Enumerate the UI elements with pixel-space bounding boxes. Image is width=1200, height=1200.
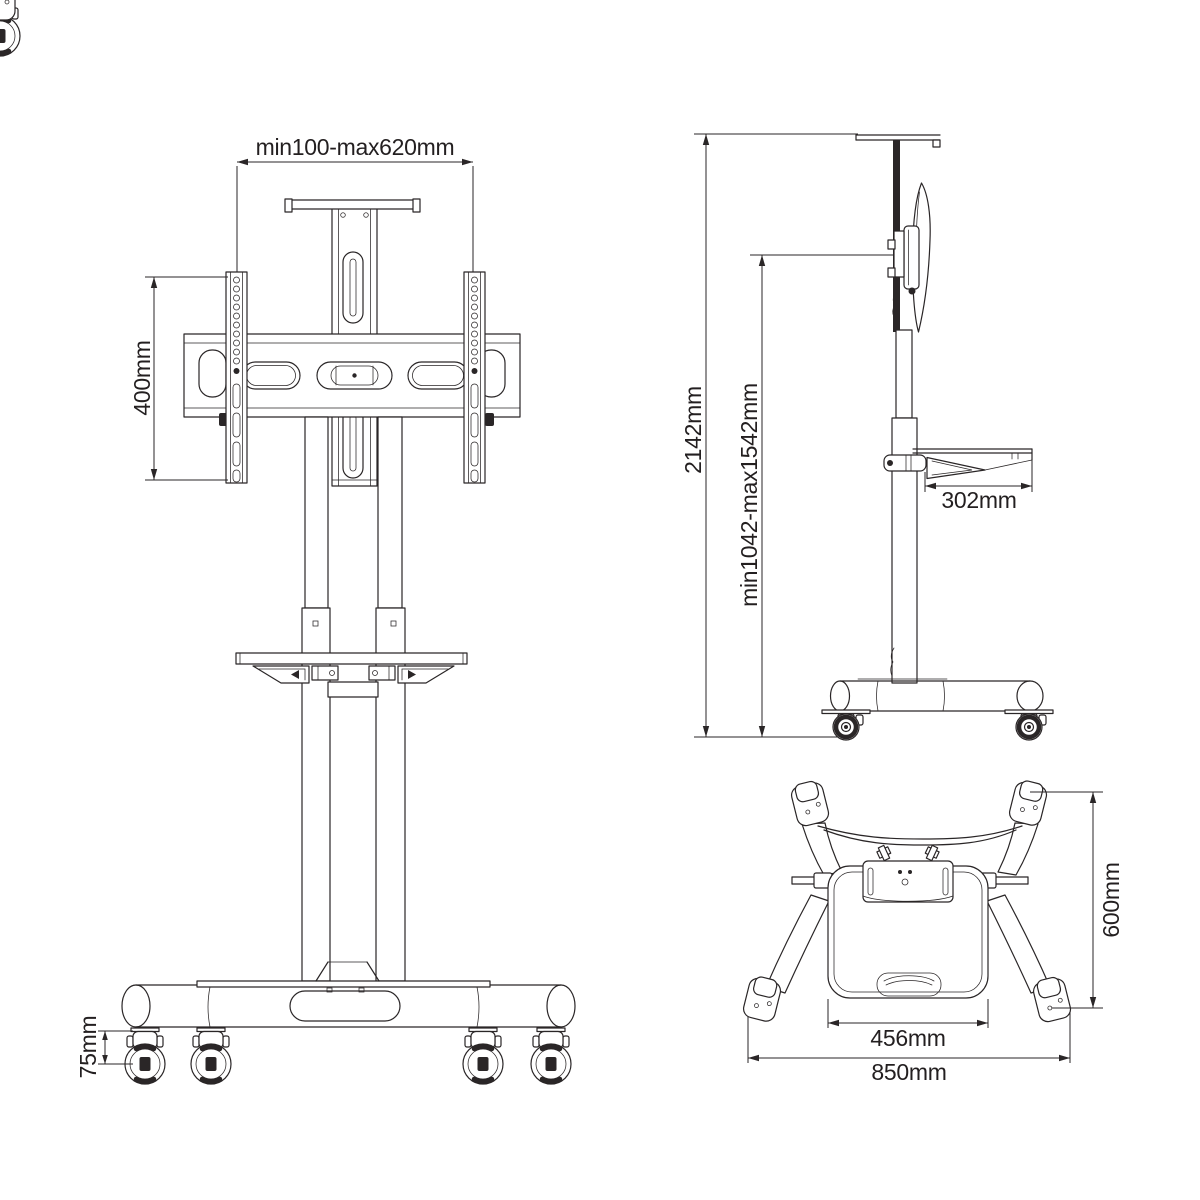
column-height-label: min1042-max1542mm bbox=[736, 383, 762, 607]
crossbar-slot-center bbox=[316, 361, 393, 390]
base-width-dimension: 850mm bbox=[747, 1012, 1071, 1085]
total-height-label: 2142mm bbox=[680, 386, 706, 474]
shelf-width-label: 456mm bbox=[870, 1025, 945, 1051]
vesa-strip-left bbox=[225, 271, 248, 484]
base-handle-recess bbox=[289, 990, 401, 1022]
lift-tubes bbox=[301, 416, 406, 982]
column-height-dimension: min1042-max1542mm bbox=[736, 254, 894, 737]
shelf-width-dimension: 456mm bbox=[827, 999, 989, 1051]
top-view-center-plate bbox=[862, 844, 954, 903]
caster-pad bbox=[0, 0, 16, 21]
side-vesa-bracket bbox=[887, 225, 920, 295]
tv-bracket-top-plate bbox=[284, 198, 421, 218]
side-shelf bbox=[883, 448, 1033, 480]
base-width-label: 850mm bbox=[871, 1059, 946, 1085]
bracket-width-label: min100-max620mm bbox=[256, 134, 455, 160]
front-shelf bbox=[235, 652, 468, 698]
top-view: 600mm 456mm 850mm bbox=[0, 0, 1124, 1085]
total-height-dimension: 2142mm bbox=[680, 133, 858, 738]
vesa-height-dimension: 400mm bbox=[129, 276, 228, 481]
caster-height-label: 75mm bbox=[75, 1016, 101, 1079]
side-view: 2142mm min1042-max1542mm bbox=[0, 0, 1053, 740]
caster-height-dimension: 75mm bbox=[75, 1016, 133, 1079]
side-pole bbox=[890, 276, 918, 684]
front-view: min100-max620mm bbox=[0, 0, 576, 1084]
base-depth-label: 600mm bbox=[1098, 862, 1124, 937]
bracket-width-dimension: min100-max620mm bbox=[236, 134, 474, 276]
front-base bbox=[121, 961, 576, 1028]
top-view-caster-pads bbox=[0, 0, 1073, 1025]
shelf-depth-dimension: 302mm bbox=[924, 460, 1033, 513]
front-casters bbox=[0, 0, 571, 1084]
vesa-strip-right bbox=[463, 271, 486, 484]
shelf-depth-label: 302mm bbox=[941, 487, 1016, 513]
side-base bbox=[829, 678, 1044, 712]
vesa-height-label: 400mm bbox=[129, 340, 155, 415]
base-depth-dimension: 600mm bbox=[1030, 791, 1124, 1009]
top-view-cross-member bbox=[817, 825, 1023, 846]
